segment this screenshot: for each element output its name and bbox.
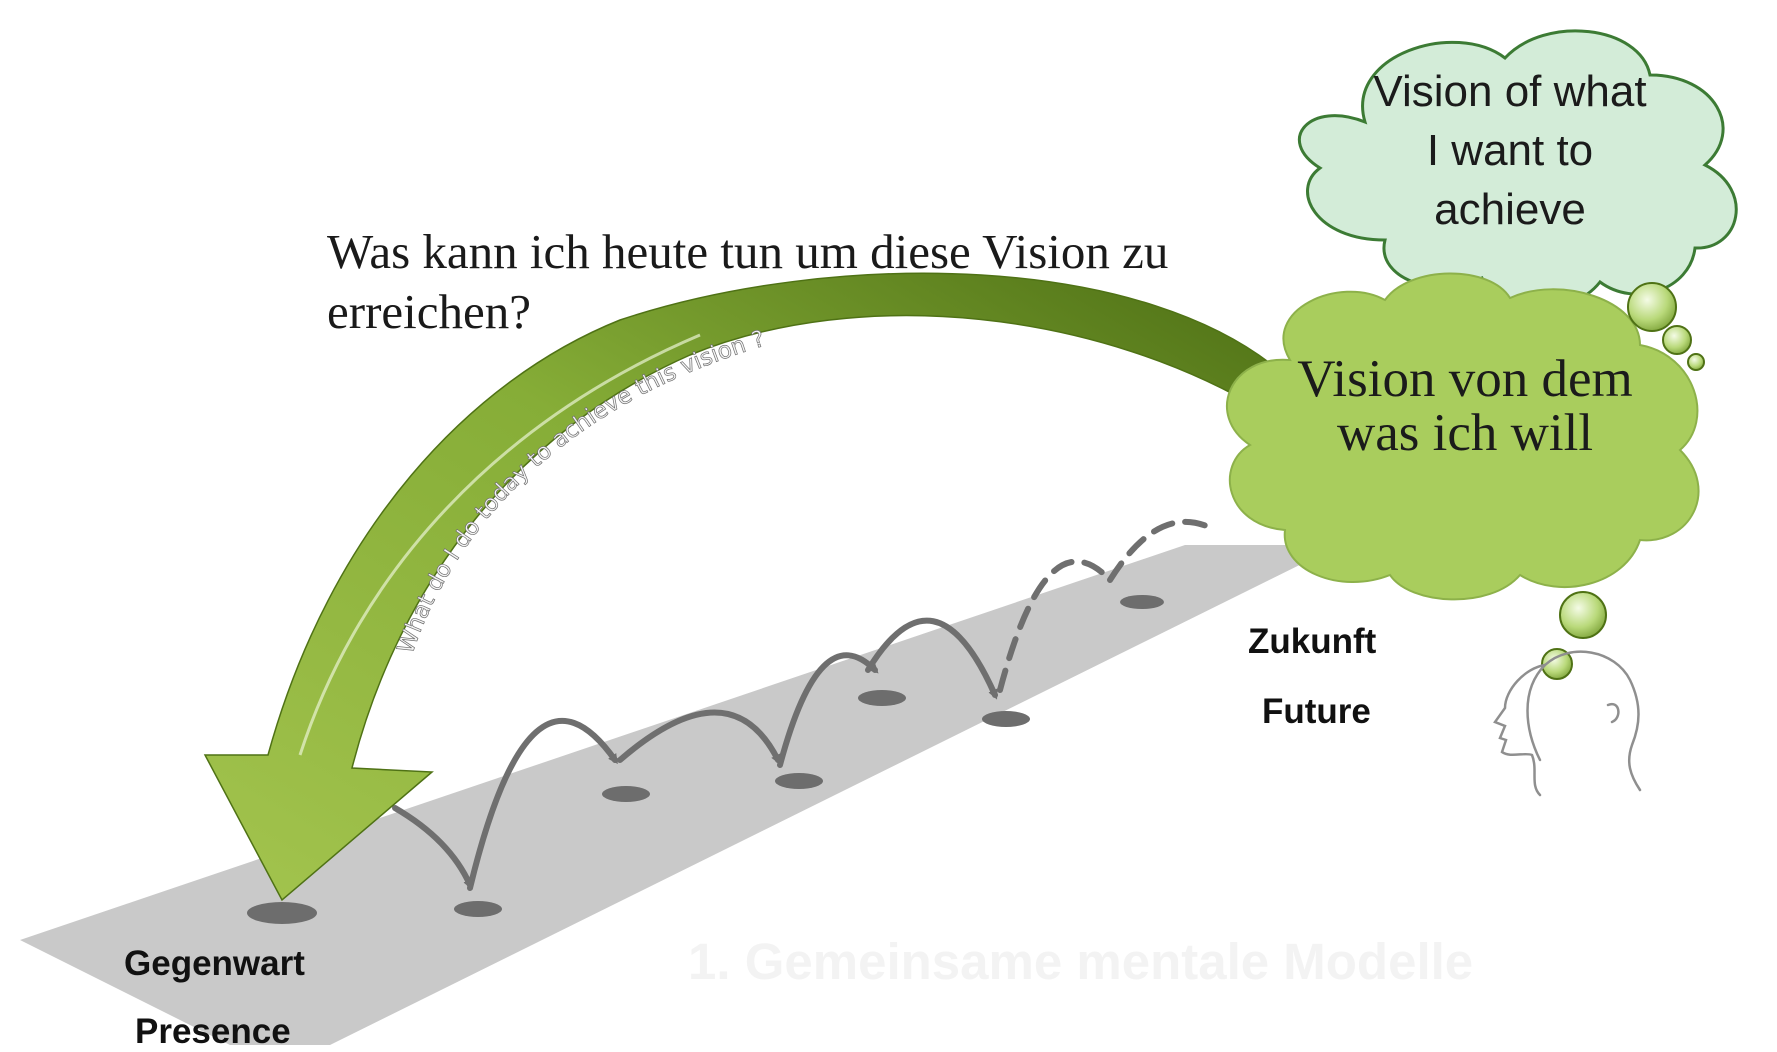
jump-arcs bbox=[392, 518, 1218, 891]
jump-arc bbox=[865, 617, 998, 700]
future-label-english: Future bbox=[1262, 692, 1371, 731]
thought-cloud-german bbox=[1225, 272, 1700, 601]
stepping-stones bbox=[247, 595, 1164, 924]
curved-arrow-icon bbox=[203, 272, 1291, 902]
jump-arc-dashed bbox=[997, 558, 1108, 693]
head-profile-icon bbox=[1493, 650, 1642, 797]
timeline-road bbox=[20, 545, 1340, 1045]
stepping-stone-icon bbox=[858, 690, 906, 706]
thought-bubbles bbox=[1541, 282, 1705, 680]
jump-arc bbox=[392, 805, 473, 890]
jump-arc bbox=[777, 652, 879, 768]
cloud-vision-english-text: Vision of what I want to achieve bbox=[1373, 67, 1647, 234]
present-label-german: Gegenwart bbox=[124, 944, 305, 983]
stepping-stone-icon bbox=[1120, 595, 1164, 609]
jump-arc bbox=[617, 709, 781, 765]
stepping-stone-icon bbox=[775, 773, 823, 789]
cloud-vision-german-text: Vision von dem was ich will bbox=[1297, 350, 1633, 462]
thought-cloud-english bbox=[1297, 29, 1738, 310]
present-label-english: Presence bbox=[135, 1012, 291, 1051]
question-german: Was kann ich heute tun um diese Vision z… bbox=[327, 224, 1169, 339]
faint-background-title: 1. Gemeinsame mentale Modelle bbox=[688, 933, 1474, 990]
stepping-stone-icon bbox=[247, 902, 317, 924]
future-label-german: Zukunft bbox=[1248, 622, 1377, 661]
jump-arc bbox=[467, 717, 618, 891]
stepping-stone-icon bbox=[602, 786, 650, 802]
stepping-stone-icon bbox=[454, 901, 502, 917]
stepping-stone-icon bbox=[982, 711, 1030, 727]
jump-arc-dashed bbox=[1107, 518, 1218, 583]
